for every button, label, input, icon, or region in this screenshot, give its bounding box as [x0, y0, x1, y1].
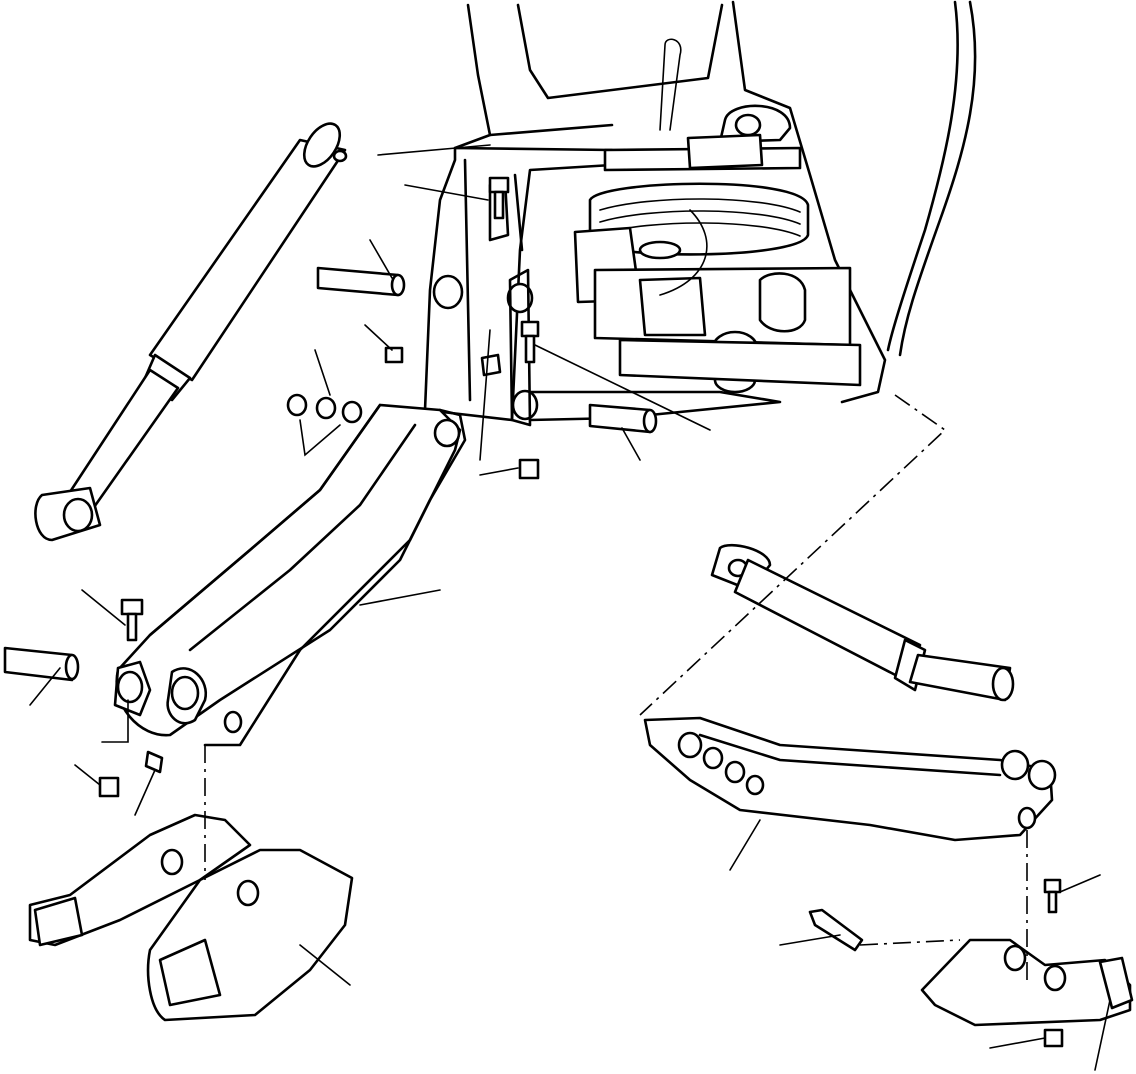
alignment-lines	[204, 394, 1028, 985]
bolt	[120, 176, 1062, 914]
shoe-left-b	[146, 848, 354, 1022]
cylinder-right	[710, 543, 1015, 702]
shoe-right	[920, 938, 1134, 1027]
lever-arm-right	[643, 716, 1057, 842]
cylinder-left	[34, 122, 348, 542]
pin	[3, 266, 864, 952]
shoe-left-a	[28, 813, 252, 947]
pivot-bracket	[423, 146, 614, 427]
bushing	[286, 393, 363, 424]
leader-lines	[29, 184, 1111, 1071]
lever-arm-left	[113, 403, 467, 747]
suspension-linkage	[528, 38, 862, 422]
frame-body	[377, 0, 977, 404]
